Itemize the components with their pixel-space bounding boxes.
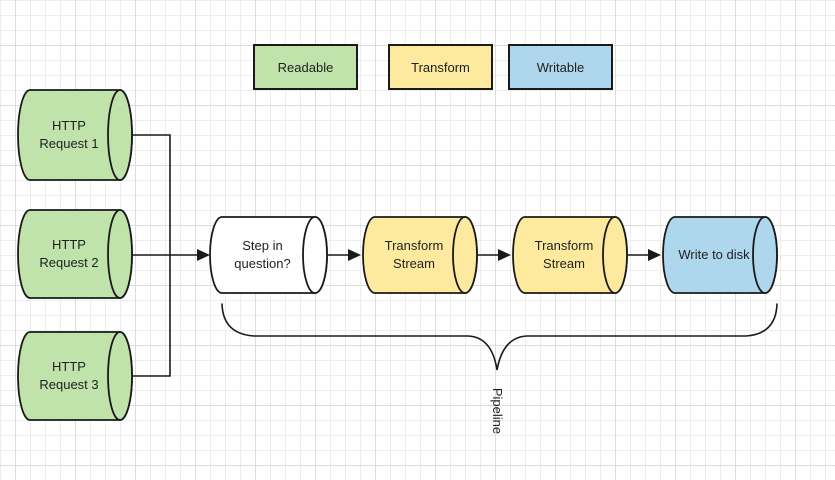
cylinder-transform-stream-1[interactable] [362, 216, 478, 294]
cylinder-step-in-question[interactable] [209, 216, 328, 294]
cylinder-rim [452, 216, 478, 294]
legend-item-readable[interactable]: Readable [253, 44, 358, 90]
legend-label-transform: Transform [411, 59, 470, 75]
arrowhead-icon [648, 249, 661, 261]
legend-label-readable: Readable [277, 59, 334, 75]
cylinder-rim [602, 216, 628, 294]
cylinder-rim [107, 89, 133, 181]
connector-transform2-to-write[interactable] [627, 249, 661, 261]
connector-http2-to-step[interactable] [132, 249, 210, 261]
cylinder-transform-stream-2[interactable] [512, 216, 628, 294]
connector-transform1-to-transform2[interactable] [477, 249, 511, 261]
arrowhead-icon [197, 249, 210, 261]
legend-item-transform[interactable]: Transform [388, 44, 493, 90]
cylinder-http-request-1[interactable] [17, 89, 133, 181]
arrowhead-icon [348, 249, 361, 261]
connector-step-to-transform1[interactable] [327, 249, 361, 261]
legend-item-writable[interactable]: Writable [508, 44, 613, 90]
pipeline-annotation[interactable]: Pipeline [490, 387, 506, 435]
cylinder-http-request-2[interactable] [17, 209, 133, 299]
legend-label-writable: Writable [536, 59, 585, 75]
cylinder-write-to-disk[interactable] [662, 216, 778, 294]
cylinder-rim [302, 216, 328, 294]
cylinder-rim [752, 216, 778, 294]
arrowhead-icon [498, 249, 511, 261]
cylinder-http-request-3[interactable] [17, 331, 133, 421]
pipeline-brace[interactable] [221, 303, 778, 371]
cylinder-rim [107, 209, 133, 299]
cylinder-rim [107, 331, 133, 421]
